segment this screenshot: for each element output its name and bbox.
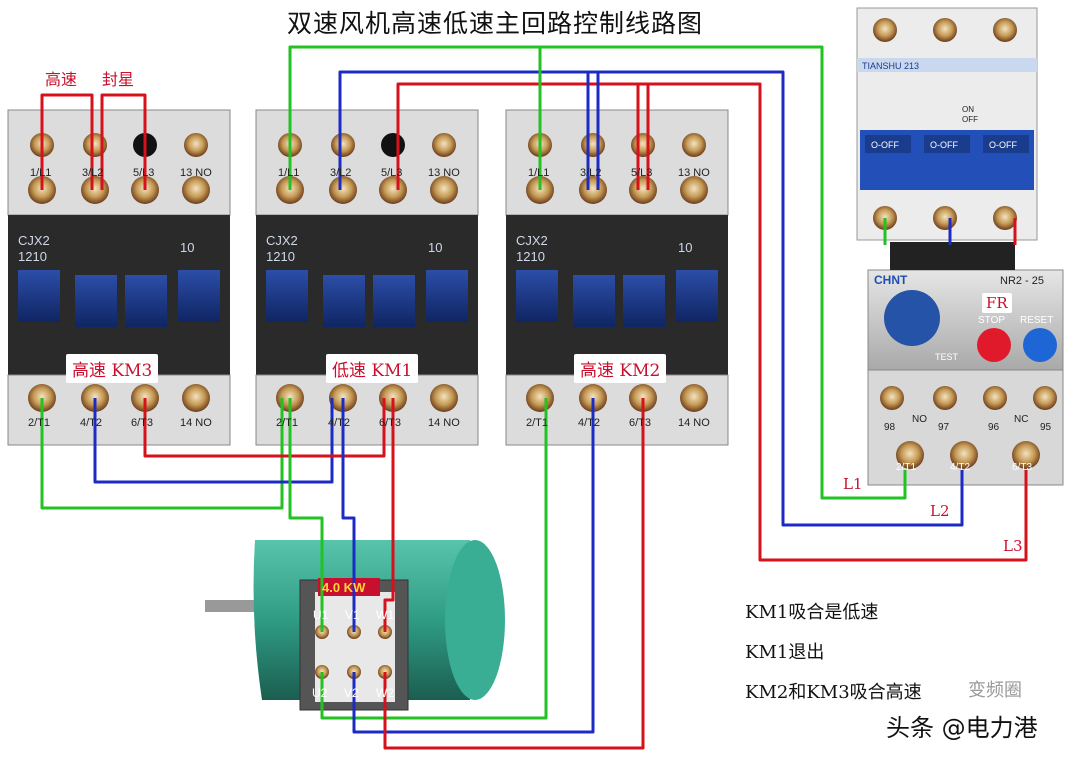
contactor-model: 1210 [266, 249, 295, 264]
wire-blue [341, 398, 356, 632]
tag-km3: 高速 KM3 [66, 354, 159, 383]
contactor-model: CJX2 [18, 233, 50, 248]
terminal-label: 3/L2 [330, 167, 351, 179]
contactor-num: 10 [180, 240, 194, 255]
terminal-label: 5/L3 [133, 167, 154, 179]
terminal-label: 6/T3 [131, 417, 153, 429]
terminal-label: 4/T2 [578, 417, 600, 429]
phase-label-l2: L2 [930, 502, 950, 520]
contactor-model: CJX2 [516, 233, 548, 248]
wire-green [288, 398, 324, 632]
watermark-secondary: 变频圈 [968, 680, 1022, 701]
breaker-switch-label: O-OFF [871, 140, 899, 150]
wire-green [320, 398, 548, 720]
phase-label-l1: L1 [843, 475, 863, 493]
label-star-connection: 封星 [102, 70, 135, 89]
terminal-label: 2/T1 [28, 417, 50, 429]
contactor-km2 [505, 109, 729, 446]
terminal-label: 5/L3 [381, 167, 402, 179]
terminal-label: 13 NO [428, 167, 460, 179]
terminal-label: 3/L2 [82, 167, 103, 179]
wire-red [100, 93, 147, 190]
breaker-switch-label: O-OFF [989, 140, 1017, 150]
motor-terminal: U1 [313, 608, 329, 622]
note-km1-off: KM1退出 [745, 642, 825, 663]
motor-terminal: U2 [312, 686, 328, 700]
terminal-label: 4/T2 [328, 417, 350, 429]
terminal-label: 13 NO [678, 167, 710, 179]
terminal-label: 14 NO [678, 417, 710, 429]
relay-contact: 95 [1040, 422, 1052, 433]
terminal-label: 14 NO [428, 417, 460, 429]
relay-contact: 98 [884, 422, 896, 433]
relay-test: TEST [935, 352, 959, 362]
page-title: 双速风机高速低速主回路控制线路图 [286, 9, 703, 38]
terminal-label: 2/T1 [526, 417, 548, 429]
motor-terminal: V2 [344, 686, 359, 700]
tag-km2: 高速 KM2 [574, 354, 667, 383]
motor-terminal: V1 [345, 608, 360, 622]
relay-contact: 96 [988, 422, 1000, 433]
terminal-label: 14 NO [180, 417, 212, 429]
relay-out-terminal: 2/T1 [896, 462, 916, 473]
wire-red [396, 82, 1028, 562]
note-km1-low: KM1吸合是低速 [745, 602, 879, 623]
motor-terminal: W1 [376, 608, 394, 622]
relay-out-terminal: 6/T3 [1012, 462, 1032, 473]
terminal-label: 1/L1 [278, 167, 299, 179]
motor-terminal: W2 [376, 686, 394, 700]
wire-blue [338, 70, 964, 527]
terminal-label: 5/L3 [631, 167, 652, 179]
label-high-speed: 高速 [45, 70, 78, 89]
phase-label-l3: L3 [1003, 537, 1023, 555]
wire-red [383, 398, 395, 632]
relay-brand: CHNT [874, 273, 908, 287]
contactor-num: 10 [428, 240, 442, 255]
terminal-label: 1/L1 [528, 167, 549, 179]
motor-power: 4.0 KW [322, 580, 366, 595]
terminal-label: 6/T3 [629, 417, 651, 429]
breaker-switch-label: O-OFF [930, 140, 958, 150]
watermark-main: 头条 @电力港 [886, 714, 1038, 742]
terminal-labels: CJX2 1210 10 CJX2 1210 10 CJX2 1210 10 1… [18, 61, 1053, 700]
contactor-num: 10 [678, 240, 692, 255]
contactor-model: CJX2 [266, 233, 298, 248]
terminal-label: 4/T2 [80, 417, 102, 429]
breaker-off: OFF [962, 115, 978, 124]
wire-blue [93, 398, 334, 484]
contactor-km1 [255, 109, 479, 446]
wires [40, 45, 1028, 750]
terminal-label: 3/L2 [580, 167, 601, 179]
wire-green [40, 398, 284, 510]
breaker-on: ON [962, 105, 974, 114]
wire-red [40, 93, 94, 190]
note-km2-km3-high: KM2和KM3吸合高速 [745, 682, 922, 703]
tag-km1: 低速 KM1 [326, 354, 419, 383]
relay-contact: 97 [938, 422, 950, 433]
circuit-breaker [856, 7, 1038, 241]
relay-reset: RESET [1020, 315, 1053, 326]
terminal-label: 1/L1 [30, 167, 51, 179]
relay-out-terminal: 4/T2 [950, 462, 970, 473]
thermal-relay [867, 242, 1064, 486]
wire-red [383, 398, 645, 750]
tag-fr: FR [982, 293, 1012, 313]
relay-stop: STOP [978, 315, 1005, 326]
breaker-brand: TIANSHU 213 [862, 61, 919, 71]
wire-green [288, 45, 907, 500]
terminal-label: 13 NO [180, 167, 212, 179]
relay-contact: NO [912, 414, 927, 425]
wire-blue [352, 398, 595, 734]
contactor-model: 1210 [516, 249, 545, 264]
terminal-label: 2/T1 [276, 417, 298, 429]
relay-contact: NC [1014, 414, 1028, 425]
wire-red [143, 398, 386, 458]
relay-model: NR2 - 25 [1000, 275, 1044, 287]
contactor-model: 1210 [18, 249, 47, 264]
terminal-label: 6/T3 [379, 417, 401, 429]
